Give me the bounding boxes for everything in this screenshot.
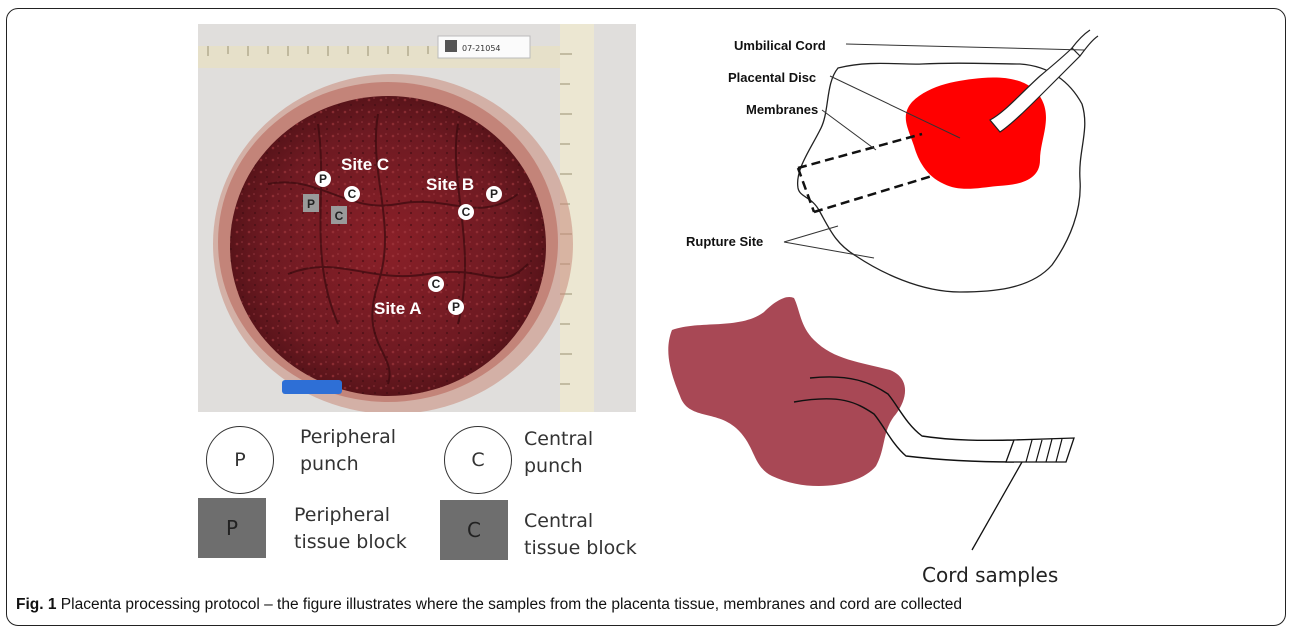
caption-text: Placenta processing protocol – the figur… bbox=[56, 596, 962, 613]
figure-caption: Fig. 1 Placenta processing protocol – th… bbox=[16, 596, 962, 614]
svg-text:C: C bbox=[432, 277, 441, 291]
placenta-photo: 07-21054 Site C Site B Site A P C P C C … bbox=[198, 24, 636, 412]
label-umbilical-cord: Umbilical Cord bbox=[734, 38, 826, 53]
placenta-shape bbox=[668, 297, 905, 486]
legend-peripheral-punch-label: Peripheral punch bbox=[300, 424, 396, 478]
legend-central-punch-label: Central punch bbox=[524, 426, 593, 480]
svg-text:P: P bbox=[319, 172, 327, 186]
label-placental-disc: Placental Disc bbox=[728, 70, 816, 85]
svg-text:C: C bbox=[462, 205, 471, 219]
svg-text:P: P bbox=[452, 300, 460, 314]
svg-text:P: P bbox=[307, 197, 315, 211]
leader-rupture-2 bbox=[784, 242, 874, 258]
legend-peripheral-block-symbol: P bbox=[198, 498, 266, 558]
sample-legend: P Peripheral punch C Central punch P Per… bbox=[198, 412, 668, 572]
cord-sampling-diagram: Cord samples bbox=[660, 290, 1100, 590]
site-a-label: Site A bbox=[374, 299, 422, 318]
leader-membranes bbox=[822, 110, 876, 150]
legend-peripheral-punch-symbol: P bbox=[206, 426, 274, 494]
barcode-icon bbox=[445, 40, 457, 52]
svg-text:P: P bbox=[490, 187, 498, 201]
legend-central-punch-symbol: C bbox=[444, 426, 512, 494]
specimen-tag-text: 07-21054 bbox=[462, 44, 501, 53]
site-b-label: Site B bbox=[426, 175, 474, 194]
legend-central-block-label: Central tissue block bbox=[524, 508, 637, 562]
label-membranes: Membranes bbox=[746, 102, 818, 117]
leader-umbilical bbox=[846, 44, 1084, 50]
leader-rupture-1 bbox=[784, 226, 838, 242]
rupture-passage bbox=[798, 134, 932, 212]
cord-segment bbox=[1006, 438, 1074, 462]
legend-peripheral-block-label: Peripheral tissue block bbox=[294, 502, 407, 556]
cord-clamp bbox=[282, 380, 342, 394]
svg-text:C: C bbox=[335, 209, 344, 223]
label-rupture-site: Rupture Site bbox=[686, 234, 763, 249]
placenta-anatomy-diagram: Umbilical Cord Placental Disc Membranes … bbox=[660, 20, 1100, 310]
legend-central-block-symbol: C bbox=[440, 500, 508, 560]
cord-samples-label: Cord samples bbox=[922, 563, 1058, 587]
site-c-label: Site C bbox=[341, 155, 389, 174]
caption-label: Fig. 1 bbox=[16, 596, 56, 613]
cord-samples-leader bbox=[972, 462, 1022, 550]
svg-text:C: C bbox=[348, 187, 357, 201]
